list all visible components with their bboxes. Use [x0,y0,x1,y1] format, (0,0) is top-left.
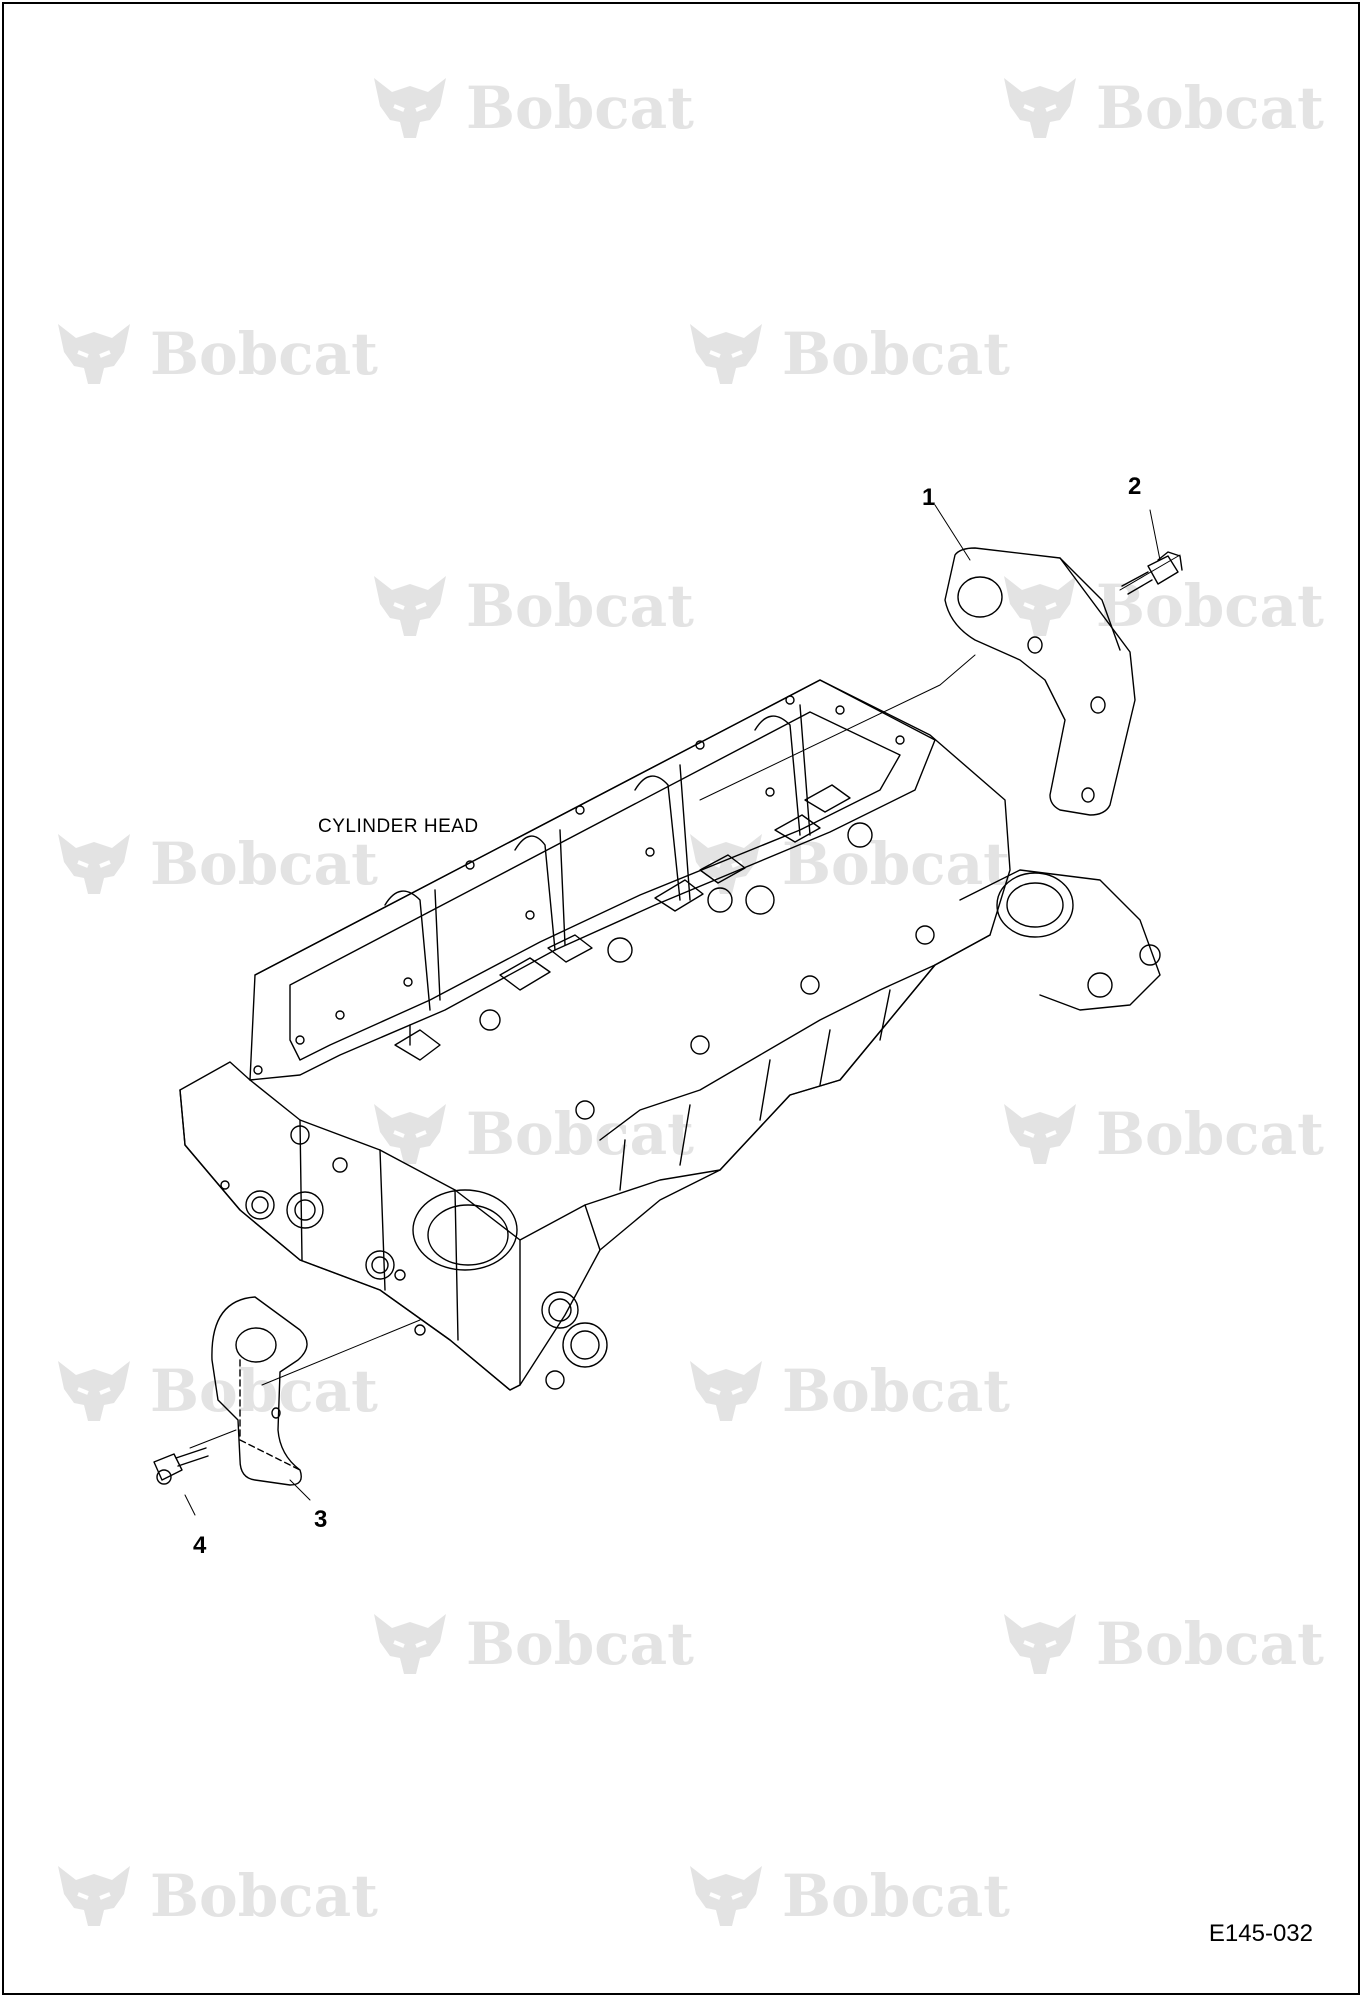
watermark: Bobcat [998,1098,1324,1170]
watermark: Bobcat [998,1608,1324,1680]
bolt-part-4 [153,1447,209,1485]
cylinder-head-label: CYLINDER HEAD [318,816,479,837]
watermark: Bobcat [998,570,1324,642]
watermark-text: Bobcat [150,1357,378,1425]
watermark: Bobcat [368,1608,694,1680]
watermark: Bobcat [998,72,1324,144]
bolt-part-2 [1121,551,1183,595]
watermark: Bobcat [52,318,378,390]
leader-lines [184,504,1181,1516]
callout-3: 3 [314,1506,328,1533]
watermark: Bobcat [684,1860,1010,1932]
watermark-text: Bobcat [466,1100,694,1168]
watermark-text: Bobcat [1096,74,1324,142]
lifting-eye-part-3 [211,1296,308,1486]
bobcat-head-icon [1004,1614,1076,1674]
figure-id: E145-032 [1208,1920,1313,1947]
bobcat-head-icon [58,1361,130,1421]
watermark-text: Bobcat [466,572,694,640]
watermark: Bobcat [368,570,694,642]
bobcat-head-icon [374,576,446,636]
bobcat-head-icon [58,324,130,384]
watermark-text: Bobcat [782,830,1010,898]
callout-1: 1 [922,484,936,511]
bobcat-head-icon [58,1866,130,1926]
watermark: Bobcat [52,828,378,900]
watermark-text: Bobcat [150,1862,378,1930]
watermark-text: Bobcat [1096,1610,1324,1678]
bobcat-head-icon [374,1104,446,1164]
watermark: Bobcat [52,1860,378,1932]
watermark-text: Bobcat [466,1610,694,1678]
watermark: Bobcat [368,1098,694,1170]
watermark: Bobcat [684,318,1010,390]
watermark-text: Bobcat [150,830,378,898]
watermark: Bobcat [684,828,1010,900]
bobcat-head-icon [1004,1104,1076,1164]
callout-2: 2 [1128,473,1142,500]
bobcat-head-icon [1004,576,1076,636]
bracket-part-1 [944,547,1136,816]
bobcat-head-icon [374,1614,446,1674]
watermark-text: Bobcat [782,1357,1010,1425]
watermark-text: Bobcat [466,74,694,142]
bobcat-head-icon [1004,78,1076,138]
bobcat-head-icon [690,324,762,384]
bobcat-head-icon [690,1866,762,1926]
callout-4: 4 [193,1532,207,1559]
watermark-text: Bobcat [782,1862,1010,1930]
bobcat-head-icon [58,834,130,894]
cylinder-head [179,679,1161,1391]
watermark: Bobcat [368,72,694,144]
watermark: Bobcat [52,1355,378,1427]
watermark: Bobcat [684,1355,1010,1427]
watermark-text: Bobcat [1096,1100,1324,1168]
watermark-text: Bobcat [1096,572,1324,640]
watermark-text: Bobcat [150,320,378,388]
bobcat-head-icon [374,78,446,138]
bobcat-head-icon [690,1361,762,1421]
watermark-text: Bobcat [782,320,1010,388]
